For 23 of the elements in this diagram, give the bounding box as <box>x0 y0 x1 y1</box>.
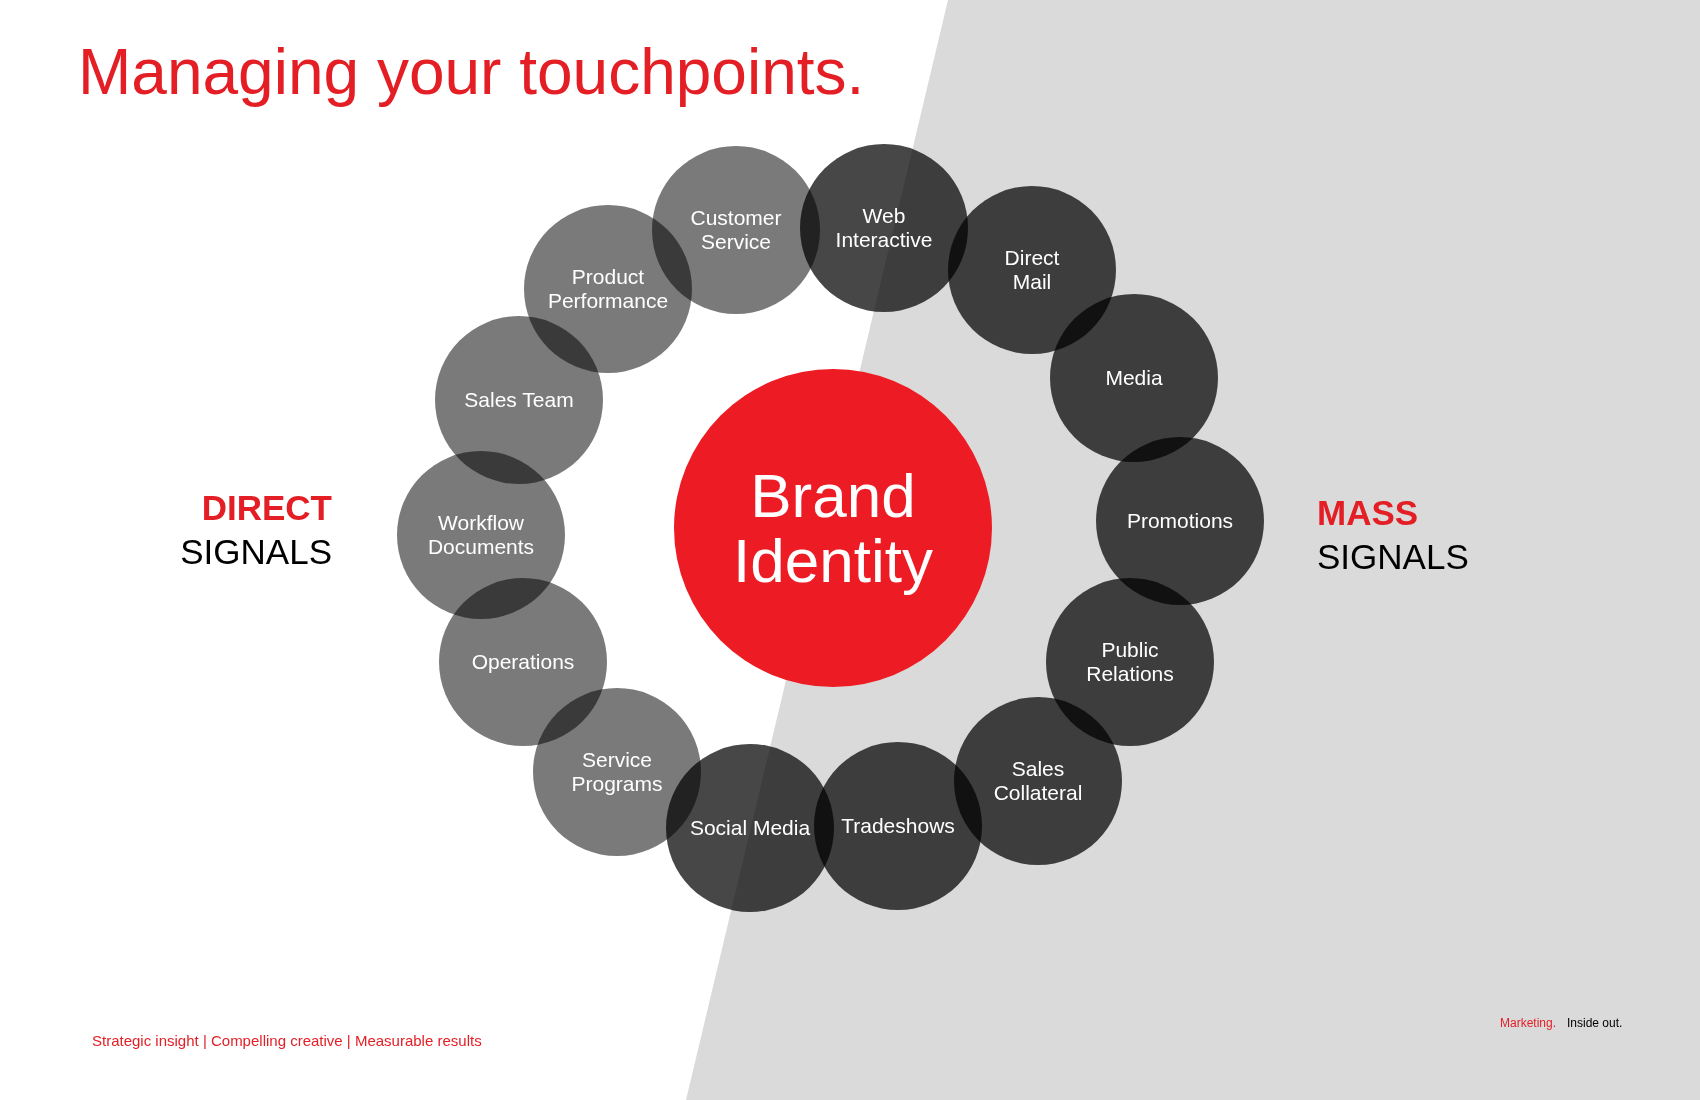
touchpoint-label: Sales Team <box>464 388 574 412</box>
touchpoint-label: Workflow Documents <box>427 511 535 559</box>
touchpoint-label: Sales Collateral <box>993 757 1083 805</box>
touchpoint-label: Operations <box>471 650 575 674</box>
touchpoint-label: Social Media <box>689 816 811 840</box>
slogan-text: Inside out. <box>1567 1017 1623 1031</box>
slogan-text: Marketing. <box>1500 1017 1557 1031</box>
touchpoint-label: Product Performance <box>547 265 669 313</box>
side-heading: MASS <box>1317 493 1419 534</box>
touchpoint-label: Media <box>1105 366 1163 390</box>
tagline: Strategic insight | Compelling creative | Measurable results <box>92 1032 482 1050</box>
side-subheading: SIGNALS <box>1317 537 1469 578</box>
page-title: Managing your touchpoints. <box>78 36 865 110</box>
side-subheading: SIGNALS <box>180 532 332 573</box>
touchpoint-label: Customer Service <box>690 206 782 254</box>
side-heading: DIRECT <box>201 488 332 529</box>
touchpoint-label: Tradeshows <box>841 814 955 838</box>
touchpoint-label: Public Relations <box>1086 638 1174 686</box>
center-label: Brand Identity <box>733 462 933 594</box>
touchpoint-label: Web Interactive <box>835 204 933 252</box>
touchpoint-label: Promotions <box>1126 509 1234 533</box>
touchpoint-label: Service Programs <box>571 748 663 796</box>
touchpoint-label: Direct Mail <box>1004 246 1060 294</box>
